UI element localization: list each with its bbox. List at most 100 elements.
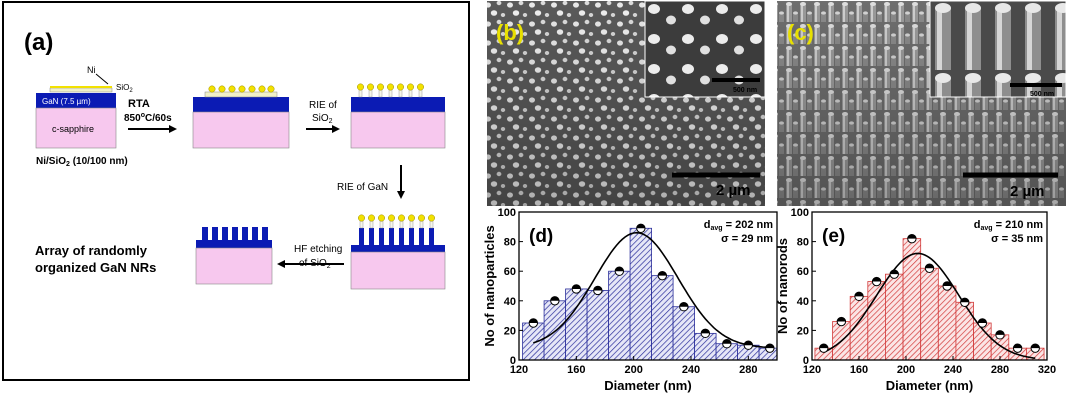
y-tick-label: 100 xyxy=(791,207,809,219)
histogram-bar xyxy=(543,300,566,361)
x-tick-label: 280 xyxy=(991,364,1009,376)
panel-a: (a) Ni SiO2 GaN (7.5 µm) c-sapphire Ni/S… xyxy=(2,1,470,381)
gan-rods-with-caps xyxy=(358,214,435,245)
data-point xyxy=(593,285,603,296)
data-point xyxy=(679,302,689,312)
panel-label: (e) xyxy=(822,226,845,247)
stage-annealed xyxy=(192,85,290,149)
data-point xyxy=(819,343,829,353)
y-tick-label: 100 xyxy=(498,207,516,219)
y-axis-label: No of nanorods xyxy=(775,238,790,334)
data-point xyxy=(854,291,864,302)
arrow-rie-gan xyxy=(397,165,405,199)
histogram-bar xyxy=(522,322,545,361)
x-tick-label: 200 xyxy=(624,364,642,376)
stage-initial: Ni SiO2 GaN (7.5 µm) c-sapphire Ni/SiO2 … xyxy=(35,65,133,168)
sigma-annotation: σ = 35 nm xyxy=(991,233,1043,245)
data-point xyxy=(977,318,988,328)
stage-sio2-etched xyxy=(350,83,446,149)
data-point xyxy=(836,316,847,327)
histogram-bar xyxy=(955,301,974,361)
data-point xyxy=(614,266,625,276)
sigma-annotation: σ = 29 nm xyxy=(721,233,773,245)
arrow-hf xyxy=(277,260,344,268)
y-tick-label: 20 xyxy=(797,325,809,337)
gan-text: GaN (7.5 µm) xyxy=(42,97,91,106)
histogram-bar xyxy=(651,275,674,361)
y-tick-label: 0 xyxy=(510,355,516,367)
data-point xyxy=(636,223,646,233)
data-point xyxy=(765,343,775,353)
data-point xyxy=(942,281,952,291)
data-point xyxy=(657,270,668,281)
histogram-bar xyxy=(565,288,588,361)
histogram-bar xyxy=(629,227,652,361)
stage-gan-etched xyxy=(350,214,446,290)
data-point xyxy=(960,297,970,307)
y-tick-label: 40 xyxy=(504,296,516,308)
x-tick-label: 240 xyxy=(682,364,700,376)
panel-b-sem-image: 500 nm (b) 2 µm xyxy=(487,0,766,206)
data-point xyxy=(907,233,917,244)
panel-label: (d) xyxy=(529,226,553,247)
data-point xyxy=(700,328,711,339)
ni-film xyxy=(50,86,112,88)
data-point xyxy=(722,339,732,349)
scale-main-b: 2 µm xyxy=(716,182,751,199)
rie-gan-label: RIE of GaN xyxy=(337,182,388,193)
x-tick-label: 240 xyxy=(944,364,962,376)
data-point xyxy=(743,340,754,350)
x-tick-label: 200 xyxy=(897,364,915,376)
x-tick-label: 320 xyxy=(1038,364,1056,376)
histogram-bar xyxy=(867,281,886,361)
panel-a-frame xyxy=(2,1,470,381)
x-axis-label: Diameter (nm) xyxy=(604,378,691,393)
data-point xyxy=(1012,343,1023,353)
plot-frame xyxy=(518,211,778,361)
histogram-bar xyxy=(902,238,922,361)
y-tick-label: 60 xyxy=(797,266,809,278)
histogram-bar xyxy=(672,306,695,361)
gan-nanorods xyxy=(202,227,268,240)
result-line-2: organized GaN NRs xyxy=(35,260,156,275)
sio2-pillars-with-ni xyxy=(357,83,424,98)
panel-c-label: (c) xyxy=(787,20,814,45)
x-tick-label: 120 xyxy=(803,364,821,376)
sapphire-substrate xyxy=(35,107,117,149)
hf-label: HF etching xyxy=(294,244,342,255)
mean-diameter-annotation: davg = 202 nm xyxy=(704,219,773,232)
rie-sio2-label: RIE of xyxy=(309,100,337,111)
data-point xyxy=(528,318,539,328)
data-point xyxy=(571,284,582,294)
data-point xyxy=(871,276,882,287)
panel-b-label: (b) xyxy=(496,20,524,45)
arrow-rie-sio2 xyxy=(306,125,340,133)
ni-pointer xyxy=(95,73,109,85)
histogram-bar xyxy=(586,290,609,361)
rie-sio2-material: SiO2 xyxy=(312,113,333,125)
data-point xyxy=(924,263,935,273)
plot-frame xyxy=(811,211,1048,361)
x-tick-label: 160 xyxy=(567,364,585,376)
x-axis-label: Diameter (nm) xyxy=(886,378,973,393)
gan-layer xyxy=(36,93,116,108)
data-point xyxy=(550,296,560,306)
data-point xyxy=(889,269,899,279)
data-point xyxy=(995,330,1005,340)
y-tick-label: 40 xyxy=(797,296,809,308)
gaussian-fit-curve xyxy=(533,231,769,349)
histogram-bar xyxy=(608,270,631,361)
y-tick-label: 80 xyxy=(797,237,809,249)
rta-temp: 850oC/60s xyxy=(124,112,172,124)
stage-final-nanorods xyxy=(195,227,273,285)
ni-nanoparticles xyxy=(208,85,275,93)
data-point xyxy=(1030,343,1040,353)
sio2-text: SiO2 xyxy=(116,83,133,94)
y-tick-label: 80 xyxy=(504,237,516,249)
sapphire-text: c-sapphire xyxy=(52,124,94,134)
y-tick-label: 0 xyxy=(803,355,809,367)
sem-c-inset: 500 nm xyxy=(929,0,1067,98)
